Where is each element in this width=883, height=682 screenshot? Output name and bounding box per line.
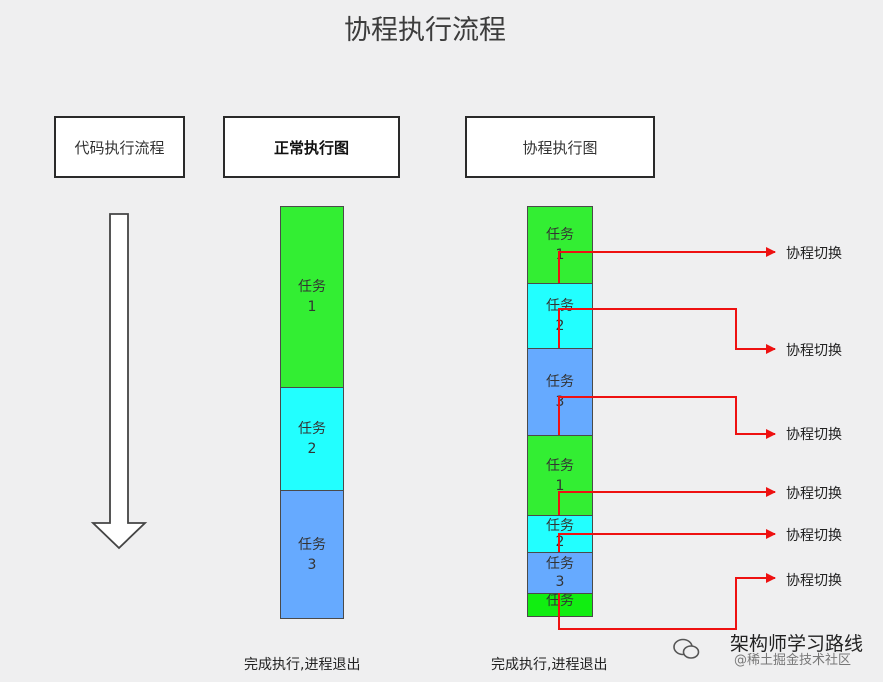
switch-connector-3 [558,396,776,439]
switch-connector-1 [558,247,776,283]
task-label: 任务 [546,518,574,534]
switch-connector-6 [558,573,776,630]
normal-task-block: 任务 3 [280,490,344,619]
task-label: 任务 [298,536,326,553]
watermark-main: 架构师学习路线 [730,633,864,655]
normal-task-block: 任务 1 [280,206,344,388]
switch-label: 协程切换 [786,343,842,359]
switch-label: 协程切换 [786,486,842,502]
diagram-title: 协程执行流程 [344,15,506,46]
switch-label: 协程切换 [786,573,842,589]
footer-coroutine: 完成执行,进程退出 [491,657,608,673]
watermark-sub: @稀土掘金技术社区 [734,653,852,668]
task-label: 任务 [546,227,574,243]
task-number: 2 [307,441,317,457]
task-number: 3 [307,556,317,573]
watermark: 架构师学习路线 @稀土掘金技术社区 [672,628,882,670]
task-number: 1 [555,477,565,494]
task-number: 3 [555,574,565,590]
task-label: 任务 [546,457,574,474]
task-number: 1 [307,299,317,315]
switch-connector-2 [558,308,776,354]
header-code-flow: 代码执行流程 [54,116,185,178]
footer-normal: 完成执行,进程退出 [244,657,361,673]
switch-label: 协程切换 [786,246,842,262]
normal-task-block: 任务 2 [280,387,344,491]
task-label: 任务 [298,279,326,295]
task-label: 任务 [546,374,574,390]
header-normal-execution: 正常执行图 [223,116,400,178]
switch-connector-5 [558,529,776,552]
wechat-icon [672,637,700,661]
switch-label: 协程切换 [786,528,842,544]
task-label: 任务 [298,421,326,437]
task-label: 任务 [546,556,574,572]
header-coroutine-execution: 协程执行图 [465,116,655,178]
switch-connector-4 [558,487,776,515]
switch-label: 协程切换 [786,427,842,443]
